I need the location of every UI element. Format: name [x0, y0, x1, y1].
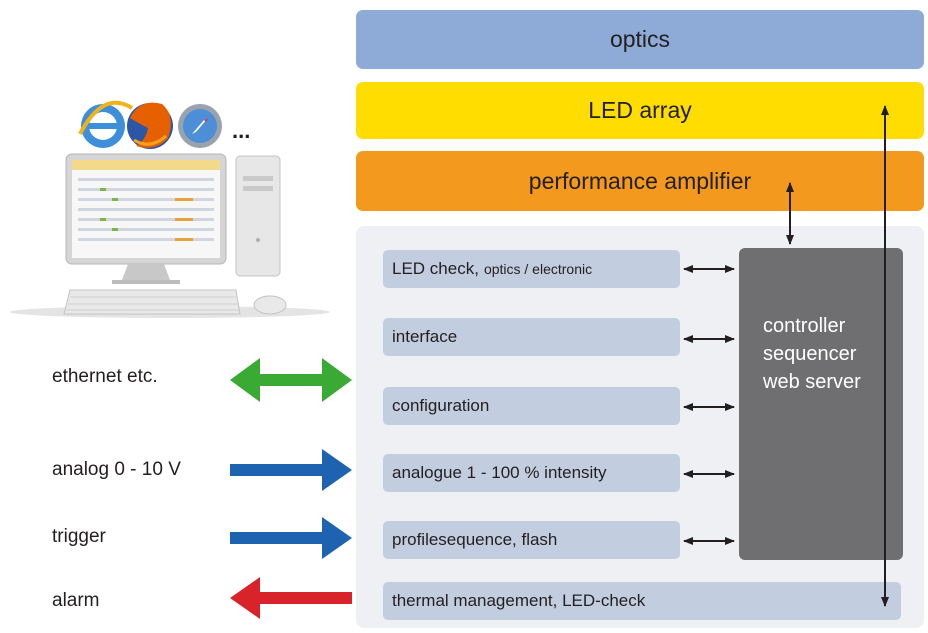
safari-icon [178, 104, 222, 148]
firefox-icon [127, 102, 173, 149]
ethernet-label: ethernet etc. [52, 366, 158, 387]
module-led-check-detail: optics / electronic [483, 261, 593, 277]
trigger-label: trigger [52, 526, 106, 547]
module-interface: interface [383, 318, 680, 356]
module-configuration-label: configuration [392, 396, 490, 415]
trigger-arrow [230, 517, 352, 559]
desktop-computer-icon [63, 153, 287, 315]
module-thermal-management-label: thermal management, LED-check [392, 591, 646, 610]
browsers-ellipsis: ... [232, 118, 250, 143]
optics-label: optics [609, 26, 671, 52]
module-interface-label: interface [392, 327, 458, 346]
internet-explorer-icon [78, 100, 134, 148]
module-configuration: configuration [383, 387, 680, 425]
alarm-arrow [230, 577, 352, 619]
controller-block: controller sequencer web server [739, 248, 903, 560]
module-led-check-label: LED check, [392, 259, 479, 278]
led-array-label: LED array [588, 97, 692, 123]
module-led-check: LED check, optics / electronic [383, 250, 680, 288]
led-array-layer: LED array [356, 82, 924, 139]
module-analogue-intensity: analogue 1 - 100 % intensity [383, 454, 680, 492]
alarm-label: alarm [52, 590, 100, 611]
module-profile-sequence: profilesequence, flash [383, 521, 680, 559]
ethernet-arrow [230, 358, 352, 402]
analog-label: analog 0 - 10 V [52, 459, 181, 480]
module-thermal-management: thermal management, LED-check [383, 582, 901, 620]
computer-illustration: ... [10, 100, 330, 318]
performance-amplifier-label: performance amplifier [528, 167, 752, 194]
performance-amplifier-layer: performance amplifier [356, 151, 924, 211]
module-profile-sequence-label: profilesequence, flash [392, 530, 558, 549]
optics-layer: optics [356, 10, 924, 69]
analog-arrow [230, 449, 352, 491]
module-analogue-intensity-label: analogue 1 - 100 % intensity [392, 463, 607, 482]
controller-label: controller sequencer web server [763, 315, 861, 393]
